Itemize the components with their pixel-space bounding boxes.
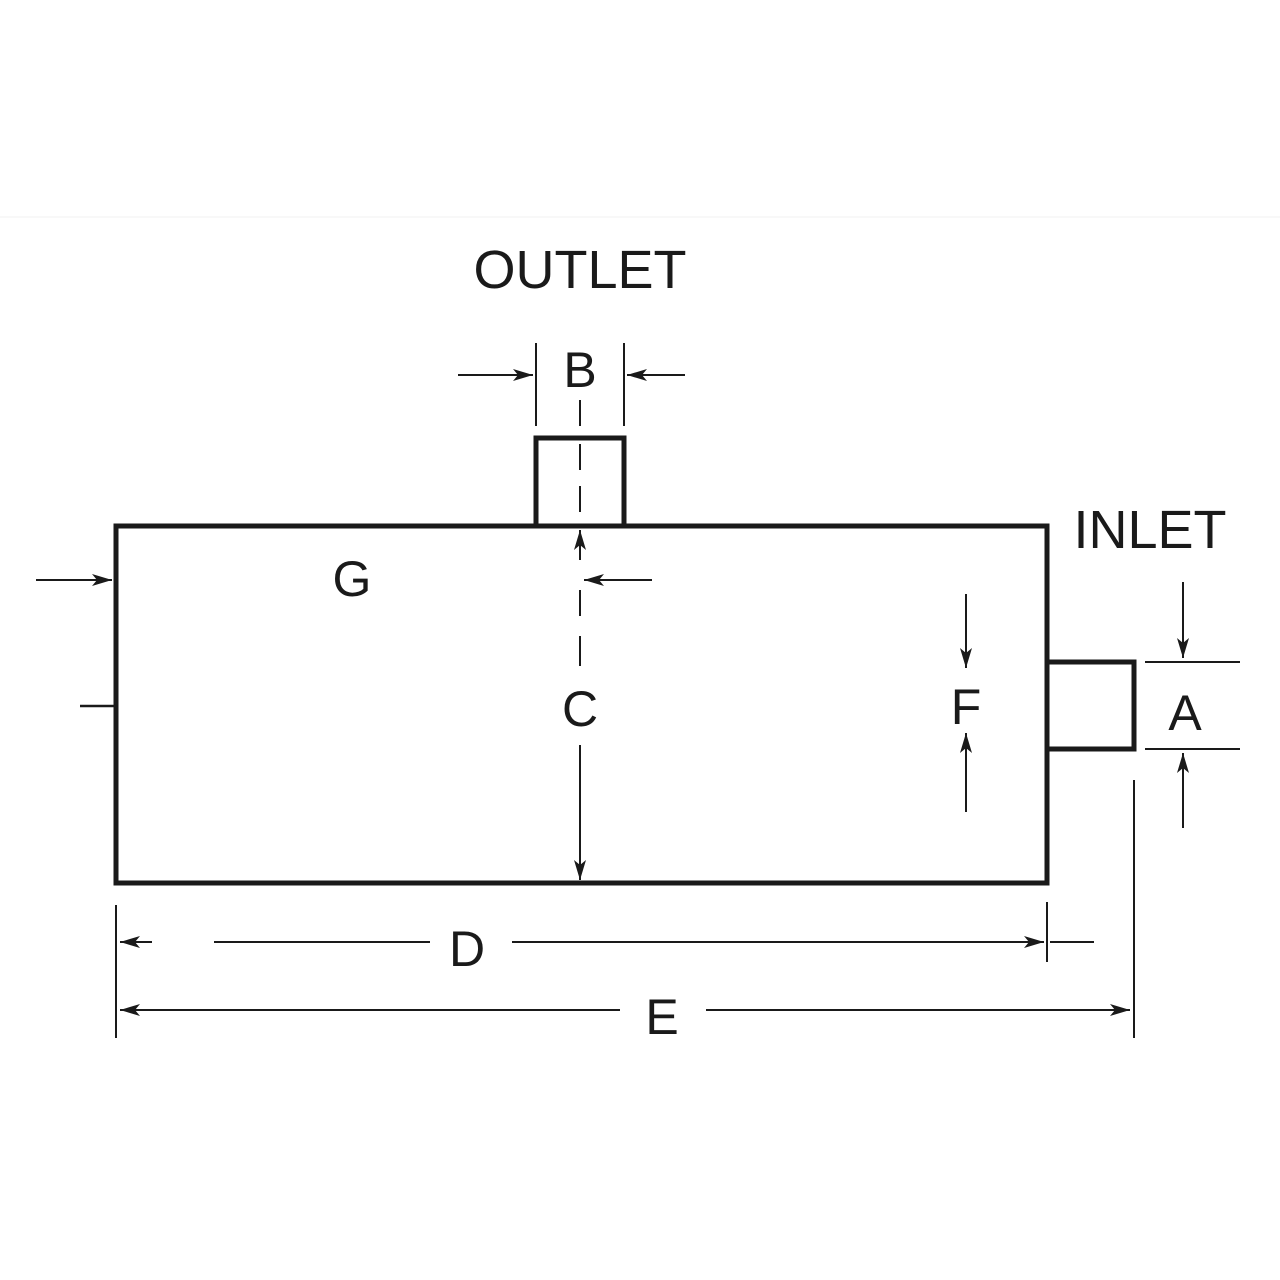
dim-a-label: A <box>1168 685 1202 741</box>
dim-d-label: D <box>449 921 485 977</box>
inlet-label: INLET <box>1073 500 1226 560</box>
dim-e-label: E <box>645 989 678 1045</box>
dim-g-label: G <box>333 551 372 607</box>
c-label-backdrop <box>548 672 612 742</box>
dim-f-label: F <box>951 679 982 735</box>
dim-b-label: B <box>563 342 596 398</box>
dim-c-label: C <box>562 681 598 737</box>
inlet-pipe <box>1044 659 1137 752</box>
outlet-label: OUTLET <box>473 240 686 300</box>
